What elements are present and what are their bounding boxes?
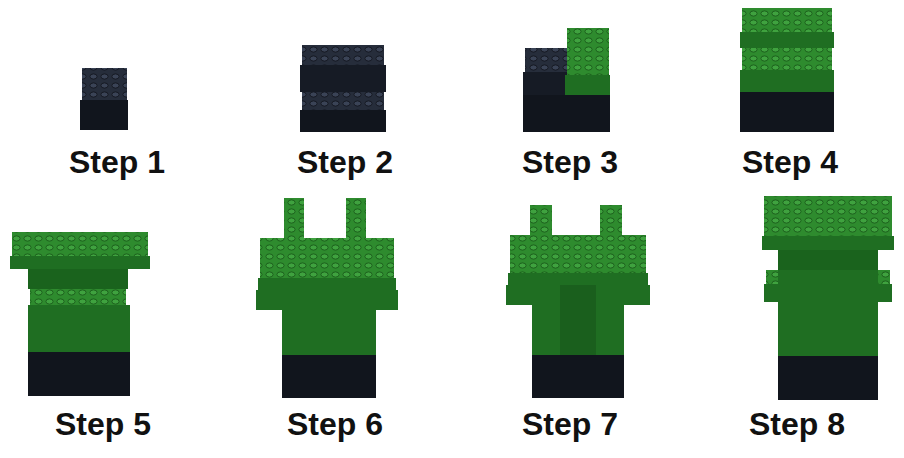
step-1-model [80,68,128,130]
step-label: Step 1 [69,146,165,178]
step-label: Step 5 [55,408,151,440]
step-8-model [762,196,894,400]
step-3-model [523,28,610,132]
step-label: Step 3 [522,146,618,178]
step-7-model [506,205,650,398]
step-label: Step 4 [742,146,838,178]
step-label: Step 7 [522,408,618,440]
step-4-model [740,8,834,132]
step-label: Step 8 [749,408,845,440]
step-2-model [300,45,386,132]
step-label: Step 6 [287,408,383,440]
step-5-model [10,232,150,396]
step-label: Step 2 [297,146,393,178]
step-6-model [256,198,398,398]
